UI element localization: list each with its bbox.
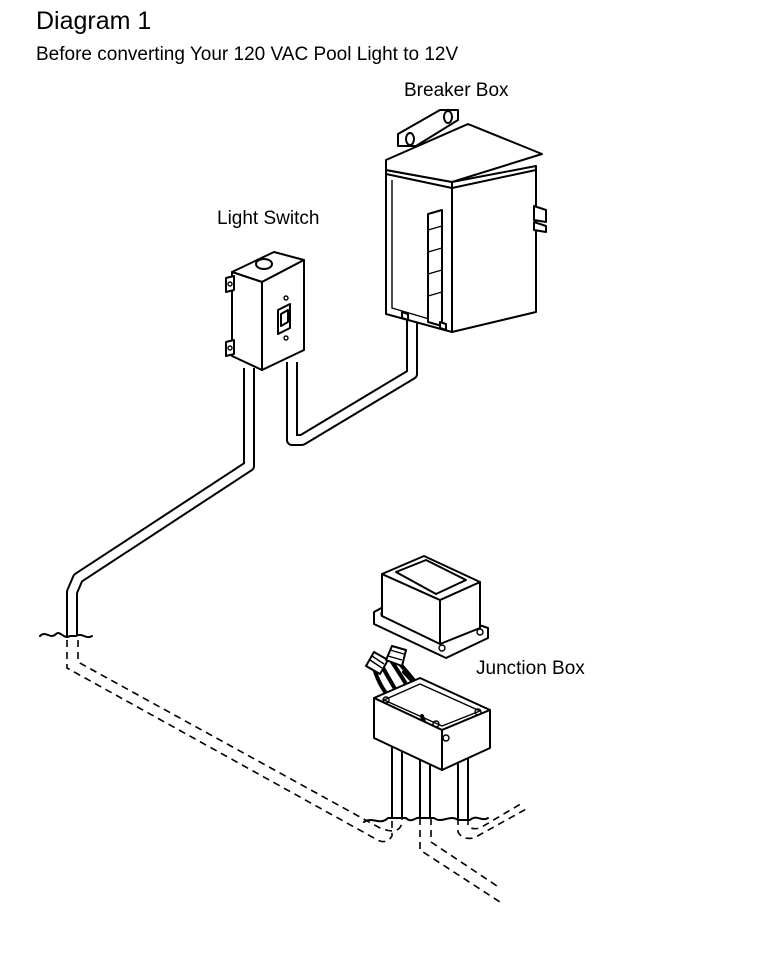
- ground-line-junction: [363, 816, 489, 823]
- breaker-box: [385, 109, 547, 333]
- diagram-title: Diagram 1: [36, 7, 152, 35]
- breaker-box-label: Breaker Box: [404, 80, 509, 101]
- junction-box-lid: [373, 555, 489, 659]
- junction-box-label: Junction Box: [476, 658, 585, 679]
- conduit-switch-to-breaker: [286, 320, 418, 446]
- ground-line-left: [39, 632, 93, 639]
- junction-box-base: [363, 677, 491, 823]
- wire-nut-connectors: [365, 645, 407, 675]
- underground-conduit: [66, 640, 529, 903]
- light-switch-label: Light Switch: [217, 208, 320, 229]
- conduit-switch-to-pool: [66, 368, 255, 636]
- light-switch-box: [225, 251, 305, 371]
- diagram-subtitle: Before converting Your 120 VAC Pool Ligh…: [36, 44, 459, 65]
